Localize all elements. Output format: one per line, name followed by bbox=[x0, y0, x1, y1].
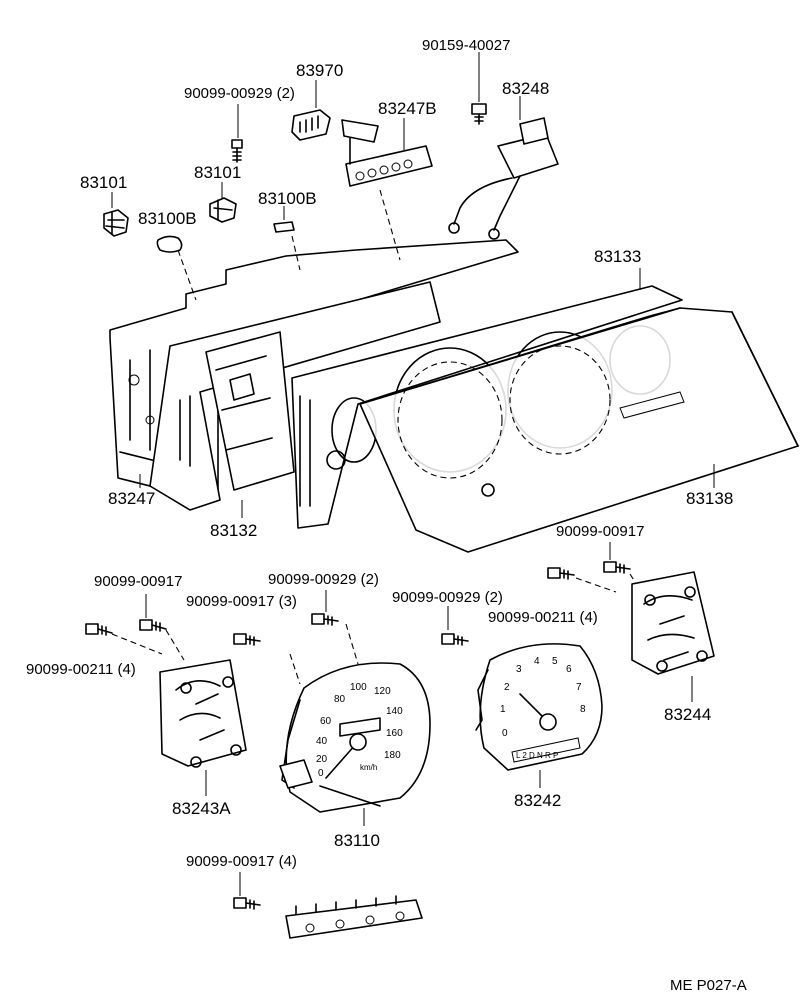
speedo-tick-180: 180 bbox=[384, 750, 401, 761]
screw-90099-00929-top bbox=[231, 139, 243, 163]
label-83243A: 83243A bbox=[172, 799, 231, 818]
speedo-tick-120: 120 bbox=[374, 686, 391, 697]
speedo-unit: km/h bbox=[360, 763, 377, 772]
label-83100B-left: 83100B bbox=[138, 209, 197, 228]
figure-code: ME P027-A bbox=[670, 977, 747, 994]
tacho-tick-5: 5 bbox=[552, 656, 558, 667]
speedo-tick-160: 160 bbox=[386, 728, 403, 739]
label-90099-00917-right: 90099-00917 bbox=[556, 523, 644, 540]
screw-90099-00211-left bbox=[85, 623, 113, 636]
tacho-gear-strip: L 2 D N R P bbox=[516, 751, 558, 760]
part-83138-front-lens bbox=[359, 307, 799, 553]
label-83101-mid: 83101 bbox=[194, 163, 241, 182]
tacho-tick-8: 8 bbox=[580, 704, 586, 715]
tacho-tick-2: 2 bbox=[504, 682, 510, 693]
speedo-tick-0: 0 bbox=[318, 768, 324, 779]
screw-90099-00929-mid bbox=[311, 613, 339, 626]
label-90099-00917-4: 90099-00917 (4) bbox=[186, 853, 297, 870]
tacho-tick-3: 3 bbox=[516, 664, 522, 675]
tacho-tick-0: 0 bbox=[502, 728, 508, 739]
label-83110: 83110 bbox=[334, 831, 380, 850]
speedo-tick-140: 140 bbox=[386, 706, 403, 717]
part-83247B-printed-circuit bbox=[341, 119, 433, 187]
screw-90099-00917-4 bbox=[233, 897, 261, 910]
label-83133: 83133 bbox=[594, 247, 641, 266]
label-83247: 83247 bbox=[108, 489, 155, 508]
label-90099-00917-left: 90099-00917 bbox=[94, 573, 182, 590]
part-83110-speedometer: 0 20 40 60 80 100 120 140 160 180 km/h bbox=[279, 662, 431, 813]
label-83970: 83970 bbox=[296, 61, 343, 80]
part-bottom-circuit-strip bbox=[285, 895, 423, 939]
part-83100B-mid-bulb bbox=[273, 221, 295, 233]
part-83132-case-housing bbox=[149, 281, 441, 511]
label-83242: 83242 bbox=[514, 791, 561, 810]
part-83100B-left-bulb bbox=[156, 235, 183, 253]
speedo-tick-20: 20 bbox=[316, 754, 328, 765]
part-83242-tachometer: 0 1 2 3 4 5 6 7 8 L 2 D N R P bbox=[475, 643, 603, 771]
screw-90159-40027 bbox=[471, 103, 487, 125]
screw-90099-00917-left bbox=[139, 619, 167, 632]
part-83243A-fuel-temp-gauge bbox=[159, 659, 247, 768]
label-90099-00929-2-mid: 90099-00929 (2) bbox=[268, 571, 379, 588]
screw-90099-00929-right bbox=[441, 633, 469, 646]
screw-90099-00211-right bbox=[547, 567, 575, 580]
part-83970-connector bbox=[291, 109, 331, 141]
label-83132: 83132 bbox=[210, 521, 257, 540]
tacho-tick-4: 4 bbox=[534, 656, 540, 667]
part-83248-relay-harness bbox=[448, 117, 559, 240]
speedo-tick-100: 100 bbox=[350, 682, 367, 693]
speedo-tick-40: 40 bbox=[316, 736, 328, 747]
tacho-tick-1: 1 bbox=[500, 704, 506, 715]
part-83244-gauge bbox=[631, 571, 715, 675]
label-90099-00211-4-left: 90099-00211 (4) bbox=[26, 661, 136, 678]
label-83247B: 83247B bbox=[378, 99, 437, 118]
speedo-tick-60: 60 bbox=[320, 716, 332, 727]
label-83100B-mid: 83100B bbox=[258, 189, 317, 208]
label-83244: 83244 bbox=[664, 705, 711, 724]
label-90099-00211-4-right: 90099-00211 (4) bbox=[488, 609, 598, 626]
part-83101-mid-socket bbox=[209, 197, 237, 223]
part-83101-left-socket bbox=[103, 209, 129, 237]
label-90159-40027: 90159-40027 bbox=[422, 37, 510, 54]
label-90099-00929-2-top: 90099-00929 (2) bbox=[184, 85, 295, 102]
label-90099-00929-2-right: 90099-00929 (2) bbox=[392, 589, 503, 606]
label-90099-00917-3: 90099-00917 (3) bbox=[186, 593, 297, 610]
label-83248: 83248 bbox=[502, 79, 549, 98]
label-83138: 83138 bbox=[686, 489, 733, 508]
tacho-tick-7: 7 bbox=[576, 682, 582, 693]
screw-90099-00917-right bbox=[603, 561, 631, 574]
tacho-tick-6: 6 bbox=[566, 664, 572, 675]
screw-90099-00917-3 bbox=[233, 633, 261, 646]
speedo-tick-80: 80 bbox=[334, 694, 346, 705]
label-83101-left: 83101 bbox=[80, 173, 127, 192]
